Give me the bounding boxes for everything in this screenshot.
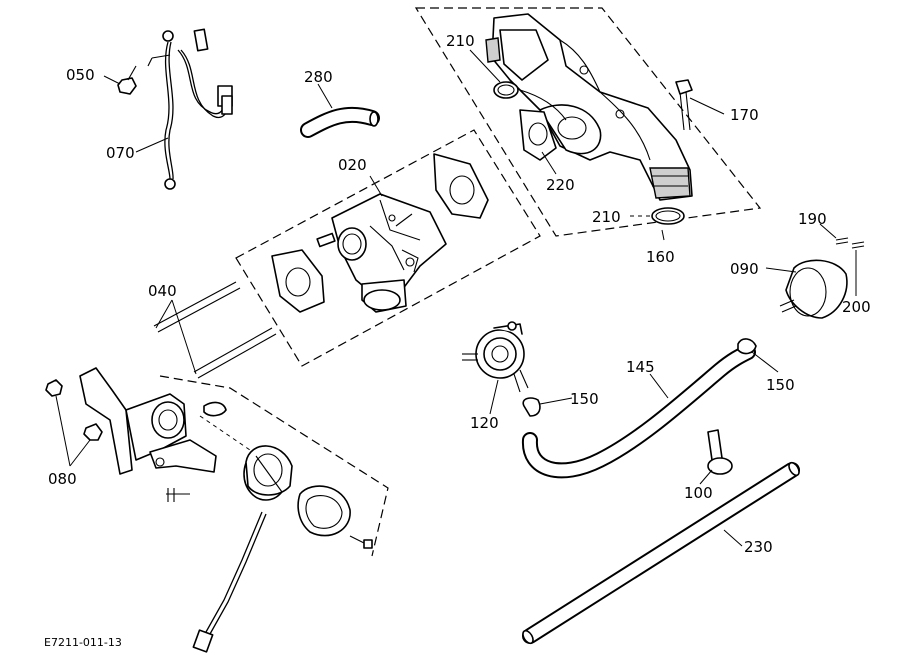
pin-190[interactable] bbox=[835, 237, 849, 245]
air-cleaner-housing[interactable] bbox=[243, 445, 293, 501]
sensor-wire[interactable] bbox=[192, 511, 267, 653]
callout-210-lower: 210 bbox=[592, 208, 621, 226]
fuel-hose-145[interactable] bbox=[521, 344, 756, 479]
screw-air-cleaner[interactable] bbox=[349, 535, 373, 549]
stud-040-upper[interactable] bbox=[153, 281, 241, 333]
callout-020: 020 bbox=[338, 156, 367, 174]
bolt-170[interactable] bbox=[675, 79, 693, 131]
gasket-carburetor-outer[interactable] bbox=[433, 153, 489, 219]
air-cleaner-bracket[interactable] bbox=[79, 367, 227, 502]
callout-160: 160 bbox=[646, 248, 675, 266]
air-cleaner-group-box bbox=[159, 375, 389, 557]
clamp-150-pump[interactable] bbox=[522, 397, 541, 417]
ground-bolt-050[interactable] bbox=[117, 65, 137, 95]
gasket-210-lower[interactable] bbox=[651, 207, 685, 225]
leader-lines bbox=[55, 49, 857, 547]
carburetor-group-box bbox=[235, 129, 541, 367]
callout-170: 170 bbox=[730, 106, 759, 124]
callout-040: 040 bbox=[148, 282, 177, 300]
callout-210-upper: 210 bbox=[446, 32, 475, 50]
fuel-filter-090[interactable] bbox=[779, 259, 848, 319]
callout-050: 050 bbox=[66, 66, 95, 84]
callout-150-filter: 150 bbox=[766, 376, 795, 394]
breather-hose-280[interactable] bbox=[300, 106, 380, 138]
stud-040-lower[interactable] bbox=[193, 327, 277, 379]
gasket-210-upper[interactable] bbox=[493, 81, 519, 99]
intake-manifold-group-box bbox=[414, 7, 762, 237]
callout-090: 090 bbox=[730, 260, 759, 278]
fuel-pump-120[interactable] bbox=[462, 321, 529, 393]
clamp-150-filter[interactable] bbox=[737, 338, 757, 355]
callout-190: 190 bbox=[798, 210, 827, 228]
callout-200: 200 bbox=[842, 298, 871, 316]
callout-070: 070 bbox=[106, 144, 135, 162]
pin-200[interactable] bbox=[851, 241, 865, 249]
callout-150-pump: 150 bbox=[570, 390, 599, 408]
callout-120: 120 bbox=[470, 414, 499, 432]
tube-230[interactable] bbox=[521, 461, 801, 645]
wire-harness-070[interactable] bbox=[147, 28, 233, 190]
nut-080-lower[interactable] bbox=[83, 423, 103, 441]
air-cleaner-gasket[interactable] bbox=[297, 485, 351, 537]
nut-080-upper[interactable] bbox=[45, 379, 63, 397]
callout-230: 230 bbox=[744, 538, 773, 556]
clip-100[interactable] bbox=[707, 429, 733, 475]
intake-manifold-160[interactable] bbox=[485, 13, 693, 201]
gasket-220[interactable] bbox=[519, 109, 557, 161]
figure-code: E7211-011-13 bbox=[44, 636, 122, 649]
callout-100: 100 bbox=[684, 484, 713, 502]
callout-220: 220 bbox=[546, 176, 575, 194]
callout-080: 080 bbox=[48, 470, 77, 488]
gasket-carburetor-inner[interactable] bbox=[271, 249, 325, 313]
carburetor-020[interactable] bbox=[316, 193, 447, 313]
callout-145: 145 bbox=[626, 358, 655, 376]
callout-280: 280 bbox=[304, 68, 333, 86]
